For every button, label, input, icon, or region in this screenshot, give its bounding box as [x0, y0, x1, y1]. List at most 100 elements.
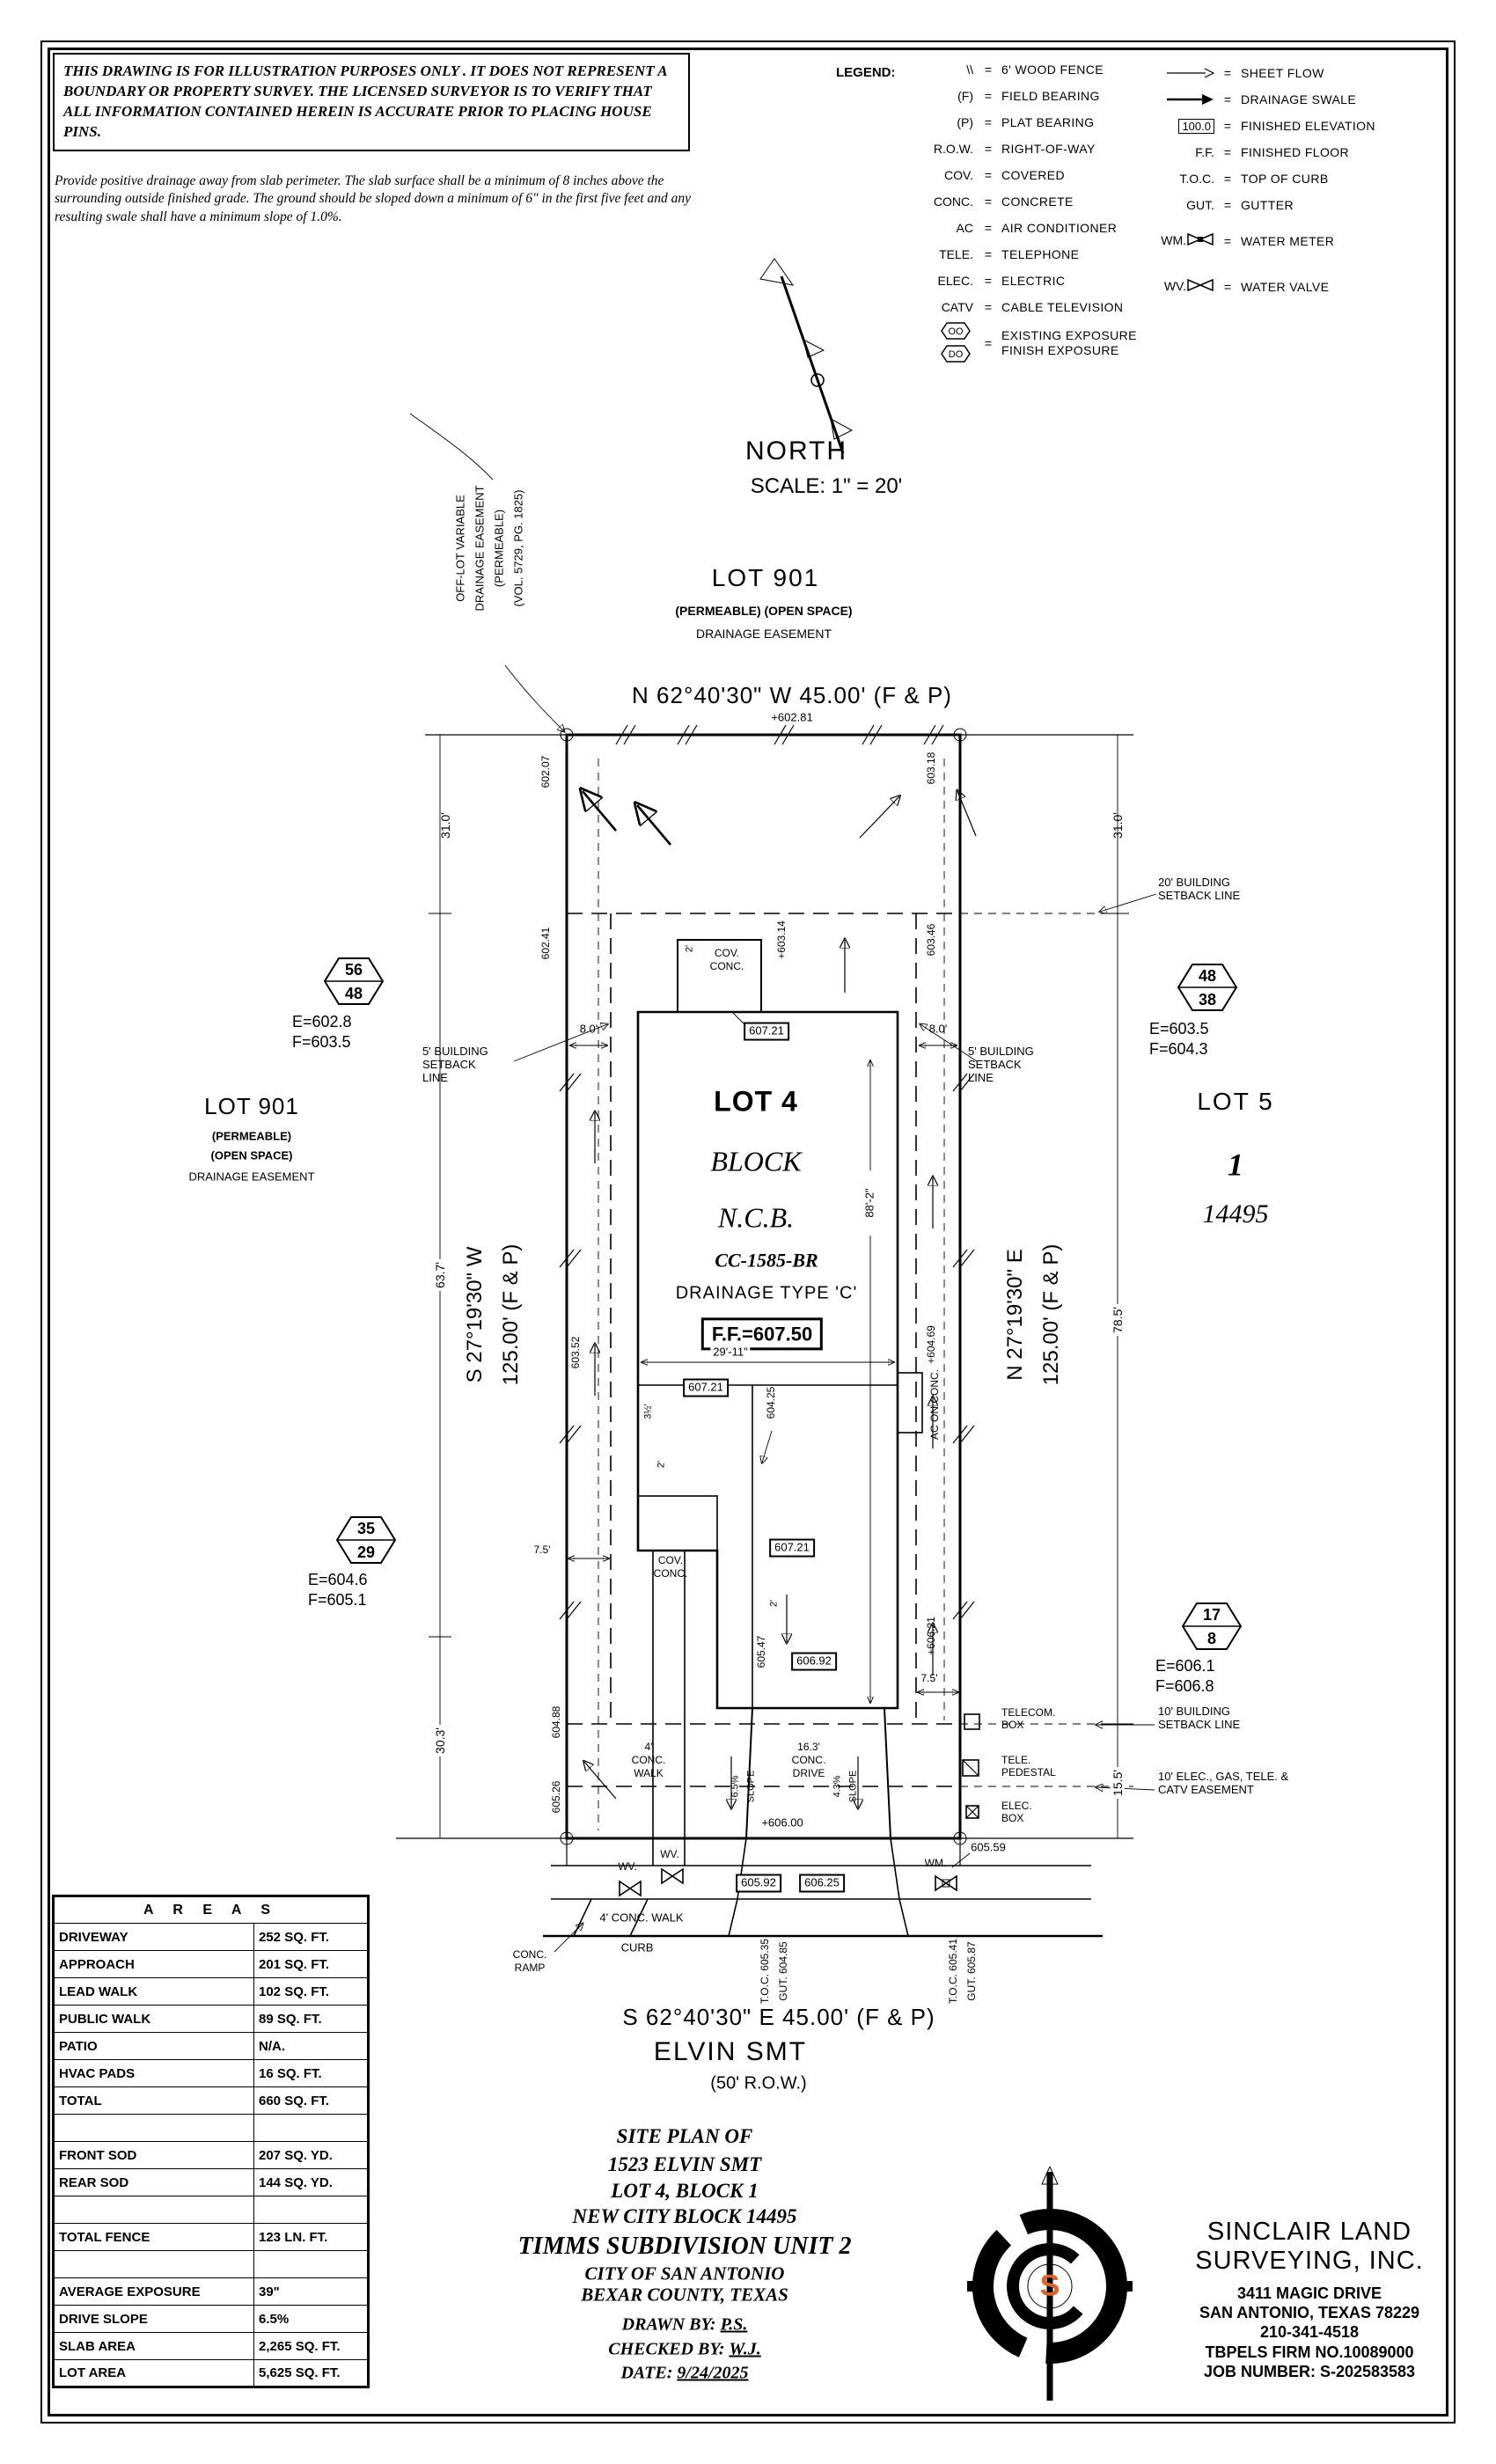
- dim-31-right: 31.0': [1110, 812, 1125, 839]
- setback-10-label: 10' BUILDING SETBACK LINE: [1158, 1705, 1241, 1731]
- lot5-block-number: 1: [1228, 1147, 1243, 1183]
- lot901-top-name: LOT 901: [711, 563, 820, 591]
- water-valve-label: WV.: [660, 1848, 679, 1861]
- dim-7-5-right: 7.5': [920, 1672, 938, 1685]
- bearing-west-line1: S 27°19'30" W: [463, 1246, 488, 1383]
- utility-easement-label: 10' ELEC., GAS, TELE. & CATV EASEMENT: [1158, 1770, 1289, 1796]
- checked-by: CHECKED BY: W.J.: [608, 2339, 761, 2359]
- gutter-elevation-label: GUT. 604.85: [777, 1941, 790, 2001]
- legend-item-catv: CATV = CABLE TELEVISION: [941, 300, 1124, 314]
- titleblock-line1: SITE PLAN OF: [616, 2125, 753, 2147]
- offlot-note-line3: (PERMEABLE): [492, 509, 506, 588]
- legend-item-plat-bearing: (P) = PLAT BEARING: [957, 115, 1095, 129]
- disclaimer-box: THIS DRAWING IS FOR ILLUSTRATION PURPOSE…: [53, 53, 690, 151]
- company-firm-number: TBPELS FIRM NO.10089000: [1205, 2343, 1414, 2361]
- drawn-by: DRAWN BY: P.S.: [621, 2314, 748, 2335]
- elevation-label: 603.52: [569, 1336, 583, 1369]
- elevation-label: 604.88: [550, 1705, 563, 1739]
- legend-item-water-meter: WM. = WATER METER: [1161, 218, 1375, 264]
- dim-7-5-left: 7.5': [533, 1544, 551, 1557]
- drive-slope-label: 4.3%: [832, 1775, 843, 1798]
- elevation-label: +603.14: [775, 920, 788, 959]
- legend-item-ac: AC = AIR CONDITIONER: [956, 221, 1118, 235]
- utility-symbols: [619, 1713, 980, 1897]
- legend-item-drainage-swale: = DRAINAGE SWALE: [1163, 86, 1375, 113]
- legend-right-column: = SHEET FLOW = DRAINAGE SWALE 100.0 = FI…: [1161, 60, 1375, 310]
- lot-boundary: [396, 728, 1133, 1866]
- titleblock-ncb: NEW CITY BLOCK 14495: [572, 2205, 797, 2227]
- offlot-note-line1: OFF-LOT VARIABLE: [453, 495, 467, 602]
- dim-8-right: 8.0': [928, 1022, 948, 1036]
- street-row: (50' R.O.W.): [710, 2073, 807, 2094]
- fence-ticks: [559, 724, 975, 1620]
- elevation-label: 605.47: [755, 1635, 768, 1668]
- iron-marker-se-elevations: E=606.1 F=606.8: [1155, 1657, 1215, 1695]
- public-walk-label: 4' CONC. WALK: [599, 1910, 684, 1925]
- legend-item-finished-elevation: 100.0 = FINISHED ELEVATION: [1163, 113, 1375, 139]
- svg-text:DO: DO: [949, 349, 964, 360]
- legend-title: LEGEND:: [836, 65, 896, 80]
- iron-marker-nw-elevations: E=602.8 F=603.5: [292, 1013, 352, 1051]
- legend-item-telephone: TELE. = TELEPHONE: [939, 247, 1080, 261]
- lead-walk-label: 4' CONC. WALK: [631, 1741, 666, 1779]
- boxed-elevation: 607.21: [683, 1378, 729, 1397]
- elevation-label: 605.26: [550, 1780, 563, 1814]
- drive-slope-word: SLOPE: [745, 1770, 757, 1803]
- iron-marker-nw: 56 48: [324, 957, 384, 1006]
- outer-border: [40, 40, 1456, 2424]
- finished-elevation-box: 100.0: [1178, 118, 1214, 134]
- toc-elevation-label: T.O.C. 605.35: [759, 1938, 772, 2005]
- sheet-flow-icon: [1163, 67, 1220, 79]
- legend-item-electric: ELEC. = ELECTRIC: [937, 274, 1066, 288]
- legend-item-exposure: OO DO = EXISTING EXPOSURE FINISH EXPOSUR…: [915, 320, 1137, 366]
- company-name-line2: SURVEYING, INC.: [1195, 2247, 1424, 2276]
- company-address1: 3411 MAGIC DRIVE: [1236, 2284, 1382, 2302]
- dim-3half: 3½': [642, 1404, 654, 1419]
- dim-8-left: 8.0': [579, 1022, 598, 1036]
- setback-5-left-label: 5' BUILDING SETBACK LINE: [422, 1045, 488, 1084]
- dim-31-left: 31.0': [437, 812, 452, 839]
- elevation-label: 604.25: [765, 1386, 778, 1419]
- flatwork: [543, 1551, 1103, 1953]
- legend-item-row: R.O.W. = RIGHT-OF-WAY: [933, 142, 1096, 156]
- offlot-note-line2: DRAINAGE EASEMENT: [473, 485, 487, 612]
- setback-5-right-label: 5' BUILDING SETBACK LINE: [968, 1045, 1034, 1084]
- gutter-elevation-label: GUT. 605.87: [965, 1941, 979, 2001]
- wood-fence-symbol: \\: [966, 62, 973, 77]
- north-arrow: [759, 258, 854, 454]
- label-leaders: [513, 893, 1157, 1868]
- dim-29-11: 29'-11": [710, 1346, 751, 1360]
- covered-concrete-label: COV. CONC.: [653, 1554, 688, 1580]
- bearing-south: S 62°40'30" E 45.00' (F & P): [622, 2004, 935, 2031]
- legend-item-finished-floor: F.F. = FINISHED FLOOR: [1195, 145, 1350, 159]
- bearing-west-line2: 125.00' (F & P): [499, 1243, 524, 1386]
- concrete-drive-label: 16.3' CONC. DRIVE: [791, 1741, 826, 1779]
- legend-left-column: \\ = 6' WOOD FENCE (F) = FIELD BEARING (…: [915, 56, 1137, 366]
- drainage-swale-icon: [1163, 92, 1220, 106]
- dim-88-2: 88'-2": [863, 1185, 877, 1221]
- company-address2: SAN ANTONIO, TEXAS 78229: [1199, 2304, 1420, 2321]
- areas-title: A R E A S: [53, 1896, 369, 1924]
- iron-marker-ne-elevations: E=603.5 F=604.3: [1149, 1020, 1209, 1058]
- company-phone: 210-341-4518: [1259, 2323, 1360, 2342]
- elevation-label: 602.41: [539, 927, 553, 960]
- drainage-type: DRAINAGE TYPE 'C': [675, 1283, 858, 1303]
- flow-arrows: [583, 791, 977, 1808]
- elevation-label: +606.00: [761, 1815, 803, 1830]
- table-row: [53, 2196, 369, 2224]
- telecom-box-label: TELECOM. BOX: [1001, 1706, 1056, 1731]
- lot901-left-sub1: (PERMEABLE): [211, 1129, 292, 1143]
- dim-2-stoop: 2': [684, 944, 695, 953]
- exposure-hexagons-icon: OO DO: [915, 321, 980, 366]
- elevation-label: 603.46: [925, 923, 938, 957]
- drive-slope-label: 6.5%: [730, 1775, 741, 1798]
- legend-item-top-of-curb: T.O.C. = TOP OF CURB: [1179, 172, 1329, 186]
- titleblock-address: 1523 ELVIN SMT: [607, 2153, 762, 2175]
